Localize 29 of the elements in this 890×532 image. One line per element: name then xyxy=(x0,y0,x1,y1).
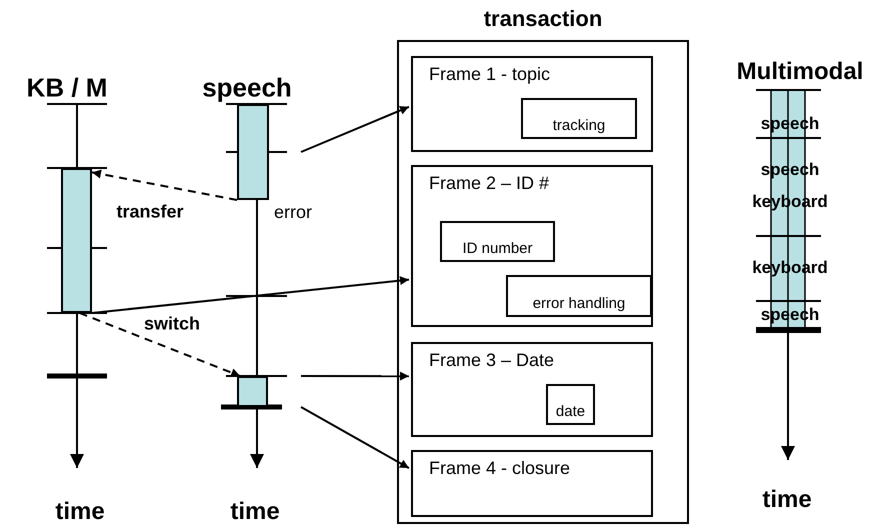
dashed-arrow xyxy=(79,312,240,377)
frame-box xyxy=(411,165,653,327)
arrow xyxy=(301,372,409,381)
frame-box xyxy=(411,56,653,152)
axis-label: time xyxy=(230,498,280,526)
arrow xyxy=(300,106,410,153)
frame-title: Frame 1 - topic xyxy=(429,64,550,85)
timeline-heading: Multimodal xyxy=(736,58,864,86)
annotation-text: error xyxy=(274,202,312,223)
dashed-arrow xyxy=(92,170,238,201)
slot-box: ID number xyxy=(440,221,555,262)
activity-bar xyxy=(237,104,269,200)
frame-title: Frame 3 – Date xyxy=(429,350,554,371)
timeline-heading: speech xyxy=(202,72,292,104)
frame-box xyxy=(411,342,653,437)
slot-box: date xyxy=(546,384,595,425)
axis-label: time xyxy=(55,498,105,526)
frame-box xyxy=(411,450,653,517)
activity-bar xyxy=(237,376,268,407)
slot-box: error handling xyxy=(506,275,652,317)
timeline-heading: KB / M xyxy=(26,72,108,104)
box-heading: transaction xyxy=(482,6,604,32)
arrow xyxy=(92,276,410,314)
activity-bar xyxy=(61,168,92,313)
arrow xyxy=(300,406,410,469)
frame-title: Frame 4 - closure xyxy=(429,458,570,479)
slot-box: tracking xyxy=(521,98,637,139)
frame-title: Frame 2 – ID # xyxy=(429,173,550,194)
axis-label: time xyxy=(762,486,812,514)
